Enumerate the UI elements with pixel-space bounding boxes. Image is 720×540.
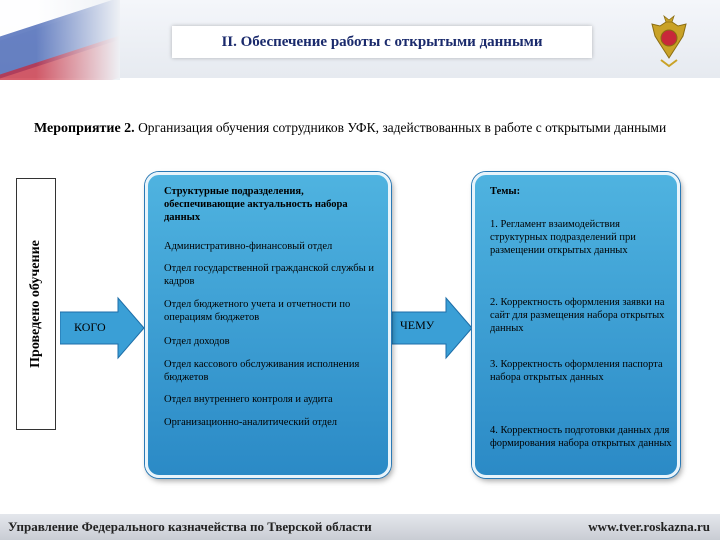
department-item: Административно-финансовый отдел <box>164 241 333 252</box>
topics-heading: Темы: <box>490 186 521 197</box>
training-conducted-text: Проведено обучение <box>28 240 43 368</box>
department-item: Отдел внутреннего контроля и аудита <box>164 394 333 405</box>
activity-text: Организация обучения сотрудников УФК, за… <box>134 120 667 135</box>
training-conducted-label: Проведено обучение <box>16 178 56 430</box>
footer: Управление Федерального казначейства по … <box>0 514 720 540</box>
topic-item: 2. Корректность оформления заявки на сай… <box>490 297 665 334</box>
department-item: Отдел государственной гражданской службы… <box>164 263 374 287</box>
russian-flag-graphic <box>0 0 120 80</box>
footer-organization: Управление Федерального казначейства по … <box>8 519 372 534</box>
topic-item: 4. Корректность подготовки данных для фо… <box>490 425 672 449</box>
department-item: Отдел кассового обслуживания исполнения … <box>164 359 360 383</box>
whom-arrow-label: КОГО <box>74 320 106 334</box>
department-item: Организационно-аналитический отдел <box>164 417 338 428</box>
header: II. Обеспечение работы с открытыми данны… <box>0 0 720 80</box>
department-item: Отдел бюджетного учета и отчетности по о… <box>164 299 351 323</box>
what-arrow <box>392 296 473 360</box>
activity-number: Мероприятие 2. <box>34 121 135 136</box>
whom-arrow <box>60 296 145 360</box>
footer-website-link[interactable]: www.tver.roskazna.ru <box>588 519 710 534</box>
topics-panel <box>472 172 680 478</box>
what-arrow-label: ЧЕМУ <box>400 318 435 332</box>
topic-item: 1. Регламент взаимодействия структурных … <box>490 219 636 256</box>
departments-panel <box>145 172 391 478</box>
departments-heading: Структурные подразделения, обеспечивающи… <box>164 186 348 223</box>
department-item: Отдел доходов <box>164 336 230 347</box>
treasury-emblem-icon <box>651 14 687 68</box>
topic-item: 3. Корректность оформления паспорта набо… <box>490 359 663 383</box>
activity-description: Мероприятие 2. Организация обучения сотр… <box>34 120 684 137</box>
page-title: II. Обеспечение работы с открытыми данны… <box>172 26 592 58</box>
